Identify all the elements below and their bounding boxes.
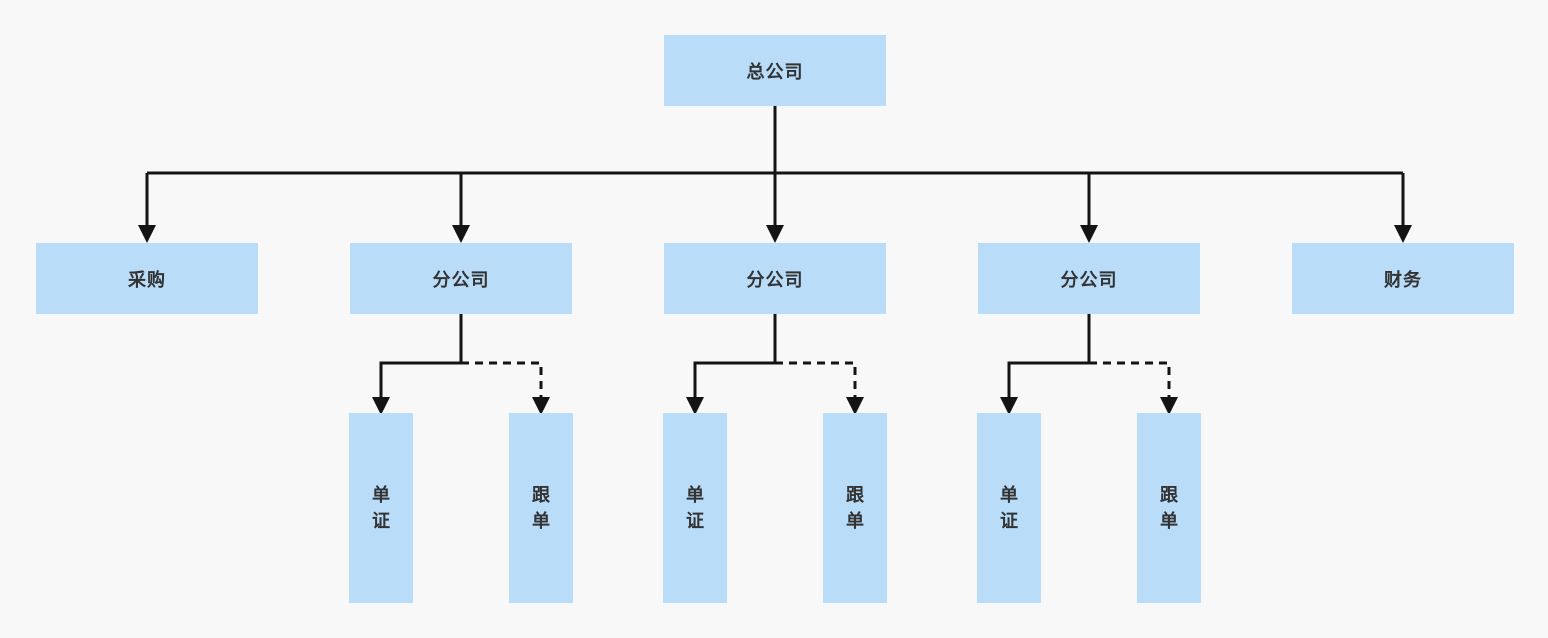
- connector-branch2-dashed: [775, 361, 857, 397]
- connector-branch1-solid: [379, 314, 463, 397]
- node-documentation-2: 单 证: [663, 413, 727, 603]
- connector-branch3-solid: [1007, 314, 1091, 397]
- node-procurement: 采购: [36, 243, 258, 314]
- arrowheads-level3: [372, 397, 1178, 415]
- connector-branch2-solid: [693, 314, 777, 397]
- node-branch-company-2: 分公司: [664, 243, 886, 314]
- connector-branch1-dashed: [461, 361, 543, 397]
- arrowheads-level2: [138, 225, 1412, 243]
- node-branch-company-3: 分公司: [978, 243, 1200, 314]
- node-branch-company-1: 分公司: [350, 243, 572, 314]
- node-merchandising-2: 跟 单: [823, 413, 887, 603]
- node-finance: 财务: [1292, 243, 1514, 314]
- node-head-office: 总公司: [664, 35, 886, 106]
- node-merchandising-1: 跟 单: [509, 413, 573, 603]
- node-documentation-3: 单 证: [977, 413, 1041, 603]
- node-merchandising-3: 跟 单: [1137, 413, 1201, 603]
- connector-branch3-dashed: [1089, 361, 1171, 397]
- node-documentation-1: 单 证: [349, 413, 413, 603]
